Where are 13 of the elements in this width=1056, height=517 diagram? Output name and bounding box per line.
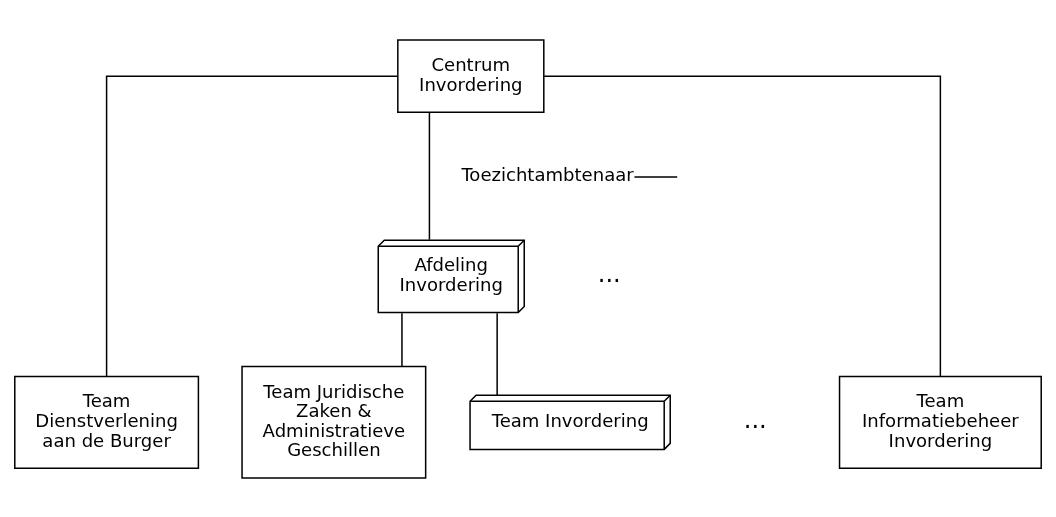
node-box: Team Dienstverlening aan de Burger: [14, 375, 200, 469]
connector: [105, 74, 399, 377]
node-box: Centrum Invordering: [397, 38, 545, 113]
connector: [543, 74, 942, 377]
label: ...: [597, 259, 621, 288]
connector: [401, 311, 403, 367]
node-box: Team Juridische Zaken & Administratieve Geschillen: [241, 365, 427, 479]
label: ...: [743, 405, 767, 434]
node-box: Team Informatiebeheer Invordering: [838, 375, 1042, 469]
node-text: Toezichtambtenaar: [461, 163, 634, 185]
connector: [496, 311, 498, 396]
connector: [428, 111, 431, 240]
connector: [633, 175, 678, 178]
